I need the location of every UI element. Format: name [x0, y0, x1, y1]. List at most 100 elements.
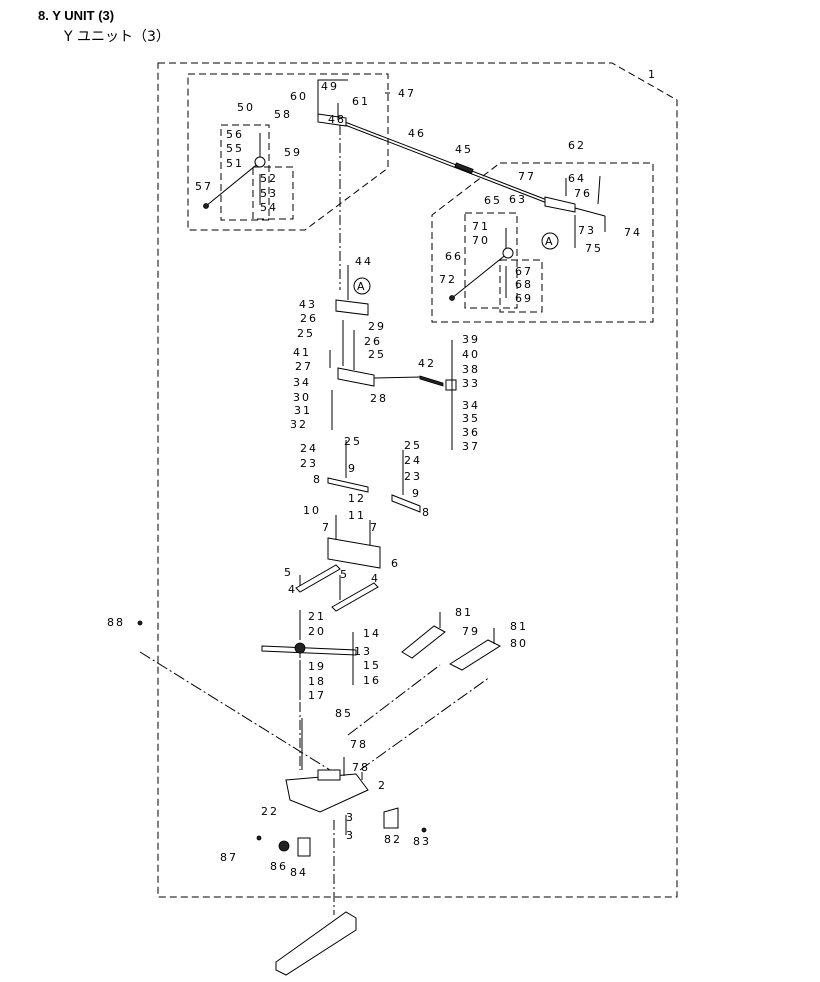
arm-8-left	[327, 477, 369, 493]
callout-25: 25	[368, 348, 386, 361]
callout-74: 74	[624, 226, 642, 239]
callout-14: 14	[363, 627, 381, 640]
callout-5: 5	[284, 566, 293, 579]
callout-16: 16	[363, 674, 381, 687]
callout-22: 22	[261, 805, 279, 818]
leader-lines	[259, 79, 606, 835]
callout-48: 48	[328, 113, 346, 126]
callout-18: 18	[308, 675, 326, 688]
callout-51: 51	[226, 157, 244, 170]
callout-88: 88	[107, 616, 125, 629]
callout-3: 3	[346, 811, 355, 824]
callout-47: 47	[398, 87, 416, 100]
callout-9: 9	[348, 462, 357, 475]
rod-57	[205, 161, 261, 207]
callout-71: 71	[472, 220, 490, 233]
page-title: 8. Y UNIT (3)	[38, 8, 115, 23]
callout-56: 56	[226, 128, 244, 141]
subassembly-52-box	[252, 166, 294, 220]
callout-78: 78	[352, 761, 370, 774]
callout-8: 8	[313, 473, 322, 486]
subassembly-67-box	[499, 259, 543, 313]
callout-81: 81	[510, 620, 528, 633]
arm-8-right	[391, 494, 421, 513]
callout-25: 25	[344, 435, 362, 448]
callout-62: 62	[568, 139, 586, 152]
callout-77: 77	[518, 170, 536, 183]
callout-7: 7	[322, 521, 331, 534]
callout-79: 79	[462, 625, 480, 638]
callout-28: 28	[370, 392, 388, 405]
plate-27	[337, 367, 375, 387]
marker-A: A	[357, 280, 367, 293]
rod-72	[451, 252, 509, 299]
lever-13	[261, 645, 357, 656]
callout-72: 72	[439, 273, 457, 286]
callout-3: 3	[346, 829, 355, 842]
callout-20: 20	[308, 625, 326, 638]
callout-59: 59	[284, 146, 302, 159]
carriage	[275, 911, 357, 976]
rail-4-right	[331, 582, 379, 612]
callout-63: 63	[509, 193, 527, 206]
callout-21: 21	[308, 610, 326, 623]
callout-64: 64	[568, 172, 586, 185]
shaft-sleeve-45	[454, 162, 474, 174]
callout-40: 40	[462, 348, 480, 361]
callout-23: 23	[404, 470, 422, 483]
callout-44: 44	[355, 255, 373, 268]
callout-25: 25	[404, 439, 422, 452]
rail-4-left	[295, 564, 341, 593]
callout-69: 69	[515, 292, 533, 305]
callout-26: 26	[300, 312, 318, 325]
callout-8: 8	[422, 506, 431, 519]
spring-42	[419, 375, 444, 387]
callout-67: 67	[515, 265, 533, 278]
plate-79	[401, 625, 446, 659]
plate-80	[448, 639, 502, 671]
callout-7: 7	[370, 521, 379, 534]
callout-42: 42	[418, 357, 436, 370]
callout-19: 19	[308, 660, 326, 673]
subassembly-47-box	[187, 73, 389, 231]
callout-41: 41	[293, 346, 311, 359]
pulley-66	[502, 247, 514, 259]
callout-1: 1	[648, 68, 657, 81]
callout-58: 58	[274, 108, 292, 121]
callout-30: 30	[293, 391, 311, 404]
callout-10: 10	[303, 504, 321, 517]
link-43	[335, 299, 369, 316]
callout-70: 70	[472, 234, 490, 247]
callout-37: 37	[462, 440, 480, 453]
callout-81: 81	[455, 606, 473, 619]
callout-86: 86	[270, 860, 288, 873]
callout-6: 6	[391, 557, 400, 570]
callout-75: 75	[585, 242, 603, 255]
callout-55: 55	[226, 142, 244, 155]
callout-45: 45	[455, 143, 473, 156]
callout-11: 11	[348, 509, 366, 522]
callout-61: 61	[352, 95, 370, 108]
callout-46: 46	[408, 127, 426, 140]
screw-87	[256, 835, 262, 841]
callout-34: 34	[293, 376, 311, 389]
callout-52: 52	[260, 172, 278, 185]
callout-54: 54	[260, 201, 278, 214]
callout-15: 15	[363, 659, 381, 672]
callout-26: 26	[364, 335, 382, 348]
callout-2: 2	[378, 779, 387, 792]
nut-86	[278, 840, 290, 852]
callout-73: 73	[578, 224, 596, 237]
unit-boundary	[157, 62, 678, 898]
callout-80: 80	[510, 637, 528, 650]
screw-88	[137, 620, 143, 626]
callout-32: 32	[290, 418, 308, 431]
callout-13: 13	[354, 645, 372, 658]
callout-76: 76	[574, 187, 592, 200]
callout-60: 60	[290, 90, 308, 103]
callout-4: 4	[288, 583, 297, 596]
callout-27: 27	[295, 360, 313, 373]
callout-43: 43	[299, 298, 317, 311]
marker-A: A	[545, 235, 555, 248]
